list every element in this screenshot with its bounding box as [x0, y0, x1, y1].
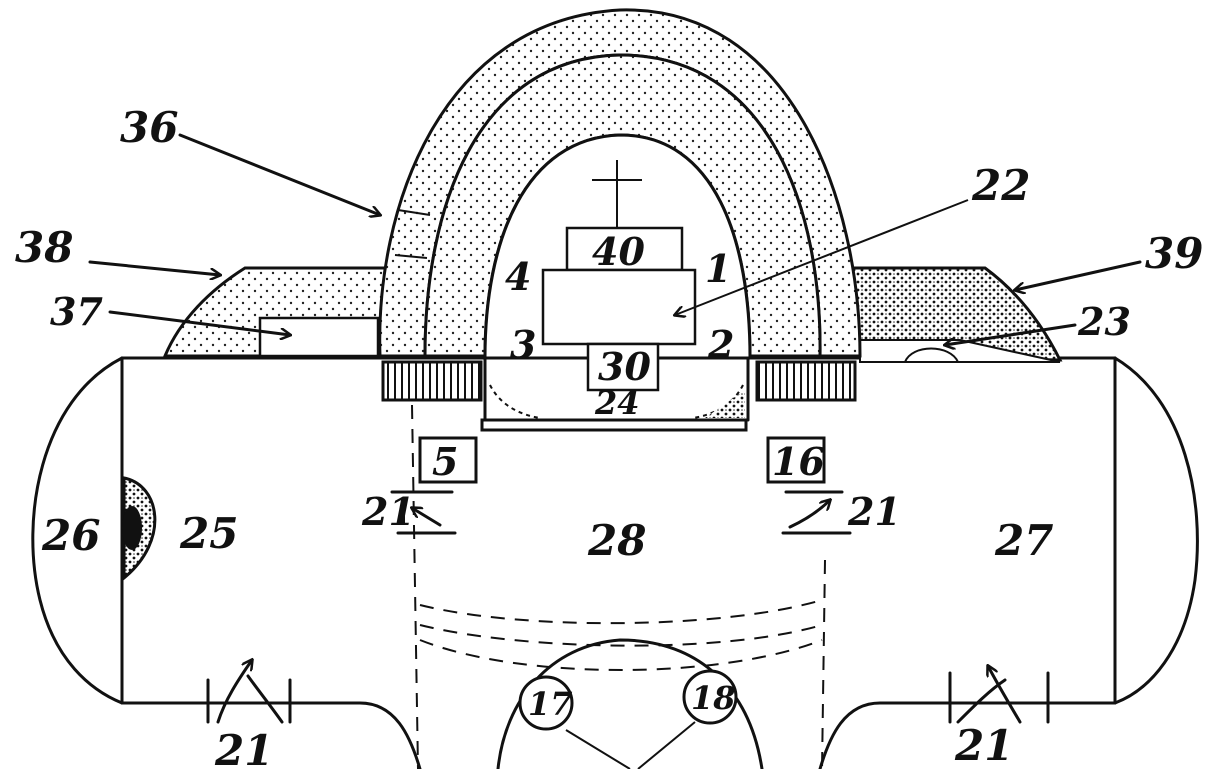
- label-28: 28: [587, 516, 646, 565]
- label-3: 3: [510, 322, 536, 367]
- leader-lines: [88, 133, 1142, 345]
- label-24: 24: [594, 384, 640, 422]
- label-2: 2: [707, 322, 734, 367]
- label-27: 27: [994, 516, 1053, 565]
- label-25: 25: [179, 509, 238, 558]
- hatched-block-right: [755, 360, 857, 402]
- label-38: 38: [15, 223, 73, 272]
- label-5: 5: [432, 439, 458, 484]
- base-plate-24: [480, 418, 748, 432]
- circle-17: [518, 675, 574, 731]
- label-21-left: 21: [361, 489, 415, 534]
- circle-18: [682, 669, 738, 725]
- label-21-bottom-left: 21: [214, 726, 273, 769]
- box-5: [418, 436, 478, 484]
- label-4: 4: [505, 254, 531, 299]
- label-22: 22: [971, 161, 1030, 210]
- label-1: 1: [705, 246, 731, 291]
- label-17: 17: [528, 685, 573, 723]
- label-21-right: 21: [847, 489, 901, 534]
- label-30: 30: [598, 344, 651, 389]
- box-22: [541, 268, 697, 346]
- box-40: [565, 226, 684, 272]
- box-30: [586, 342, 660, 392]
- box-37: [258, 316, 380, 358]
- label-37: 37: [50, 289, 103, 334]
- label-16: 16: [772, 439, 825, 484]
- label-18: 18: [691, 679, 736, 717]
- label-26: 26: [41, 511, 100, 560]
- label-39: 39: [1145, 229, 1203, 278]
- dashed-outlines: [411, 404, 826, 769]
- bottom-lobe: [496, 638, 764, 769]
- label-40: 40: [592, 229, 645, 274]
- right-shoulder-39: [848, 266, 1063, 362]
- box-16: [766, 436, 826, 484]
- label-23: 23: [1077, 299, 1131, 344]
- label-21-bottom-right: 21: [954, 721, 1013, 769]
- label-36: 36: [120, 103, 178, 152]
- hatched-block-left: [381, 360, 483, 402]
